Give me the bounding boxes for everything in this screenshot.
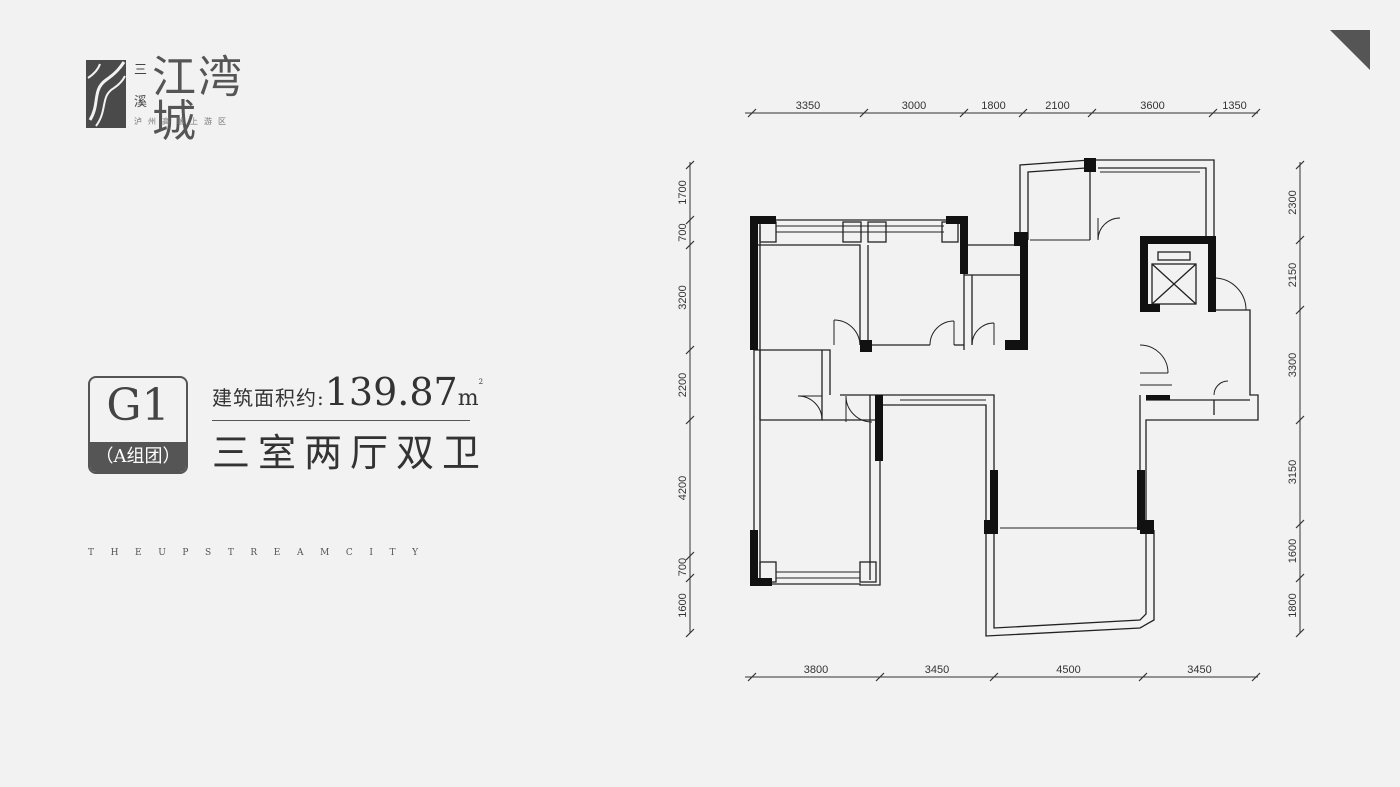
unit-group: （A组团） — [90, 442, 186, 472]
dim-right-label-1: 2150 — [1287, 263, 1299, 287]
logo-wave-icon — [86, 60, 126, 128]
unit-badge: G1 （A组团） — [88, 376, 188, 474]
layout-type: 三室两厅双卫 — [212, 431, 489, 475]
dim-top-label-4: 3600 — [1140, 100, 1164, 112]
walls-solid — [750, 158, 1216, 586]
unit-code: G1 — [106, 380, 170, 431]
dim-right-label-0: 2300 — [1287, 190, 1299, 214]
dim-bottom-label-1: 3450 — [925, 664, 949, 676]
dim-right-label-2: 3300 — [1287, 353, 1299, 377]
dim-top-label-5: 1350 — [1222, 100, 1246, 112]
dim-right-label-5: 1800 — [1287, 593, 1299, 617]
door-swings — [797, 217, 1247, 423]
area-label: 建筑面积约: — [212, 386, 325, 410]
area-unit: m2 — [457, 378, 483, 411]
brand-logo: 三 溪 江湾城 泸州高端上游区 — [86, 56, 286, 144]
area-unit-superscript: 2 — [478, 378, 484, 386]
dim-bottom-label-3: 3450 — [1187, 664, 1211, 676]
divider-line — [212, 420, 470, 421]
tagline: THEUPSTREAMCITY — [88, 548, 435, 558]
corner-triangle-icon — [1330, 30, 1370, 70]
dim-top-label-0: 3350 — [796, 100, 820, 112]
dimension-bottom: 3800 3450 4500 3450 — [747, 664, 1261, 682]
dim-right-label-4: 1600 — [1287, 539, 1299, 563]
floor-plan: 3350 3000 1800 2100 3600 1350 3800 3450 4500 345… — [677, 100, 1305, 682]
dimension-top: 3350 3000 1800 2100 3600 1350 — [747, 100, 1261, 118]
walls-outline — [753, 159, 1259, 637]
logo-subtitle: 泸州高端上游区 — [134, 117, 232, 126]
dim-left-label-3: 2200 — [677, 373, 689, 397]
dim-left-label-6: 1600 — [677, 593, 689, 617]
area-value: 139.87 — [324, 370, 458, 414]
dimension-left: 1700 700 3200 2200 4200 700 1600 — [677, 160, 695, 638]
dimension-right: 2300 2150 3300 3150 1600 1800 — [1287, 160, 1305, 638]
dim-right-label-3: 3150 — [1287, 460, 1299, 484]
dim-top-label-2: 1800 — [981, 100, 1005, 112]
area-row: 建筑面积约:139.87m2 — [212, 370, 483, 414]
area-unit-base: m — [457, 386, 479, 411]
logo-name: 江湾城 — [152, 52, 244, 147]
dimension-lines — [689, 112, 1301, 678]
dim-left-label-4: 4200 — [677, 476, 689, 500]
dim-left-label-5: 700 — [677, 558, 689, 576]
dim-left-label-2: 3200 — [677, 285, 689, 309]
dim-left-label-1: 700 — [677, 223, 689, 241]
logo-char-san: 三 — [134, 63, 148, 78]
logo-char-xi: 溪 — [134, 95, 148, 110]
dim-bottom-label-2: 4500 — [1056, 664, 1080, 676]
dim-top-label-3: 2100 — [1045, 100, 1069, 112]
dim-left-label-0: 1700 — [677, 180, 689, 204]
dim-top-label-1: 3000 — [902, 100, 926, 112]
dim-bottom-label-0: 3800 — [804, 664, 828, 676]
